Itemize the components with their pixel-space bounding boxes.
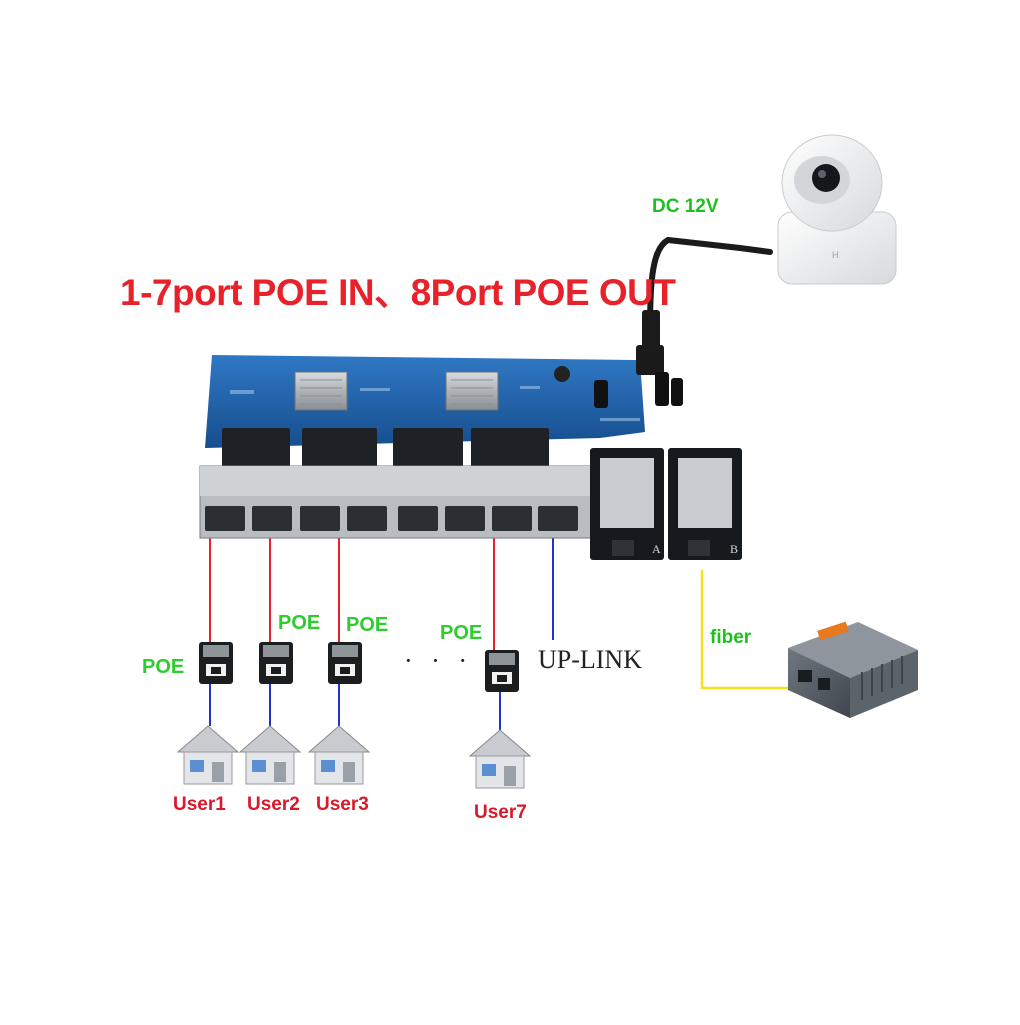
diagram-title: 1-7port POE IN、8Port POE OUT — [120, 272, 676, 313]
fiber-label: fiber — [710, 627, 752, 648]
ellipsis-label: · · · — [404, 646, 473, 675]
poe-injector-icon — [199, 642, 233, 684]
fiber-line — [700, 570, 790, 690]
user-label-7: User7 — [474, 802, 527, 823]
poe-label-3: POE — [346, 614, 389, 636]
uplink-label: UP-LINK — [538, 645, 642, 674]
ip-camera-icon: H — [777, 134, 897, 285]
rj45-port-3 — [300, 506, 340, 531]
house-icon — [468, 729, 532, 789]
poe-label-2: POE — [278, 612, 321, 634]
power-cable — [642, 236, 773, 351]
house-icon — [176, 725, 240, 785]
user-houses — [176, 725, 532, 789]
rj45-port-7 — [492, 506, 532, 531]
user-label-1: User1 — [173, 794, 226, 815]
sfp-marking-a: A — [652, 542, 661, 556]
rj45-ports — [205, 506, 578, 531]
rj45-port-1 — [205, 506, 245, 531]
poe-injectors — [199, 642, 519, 692]
rj45-port-4 — [347, 506, 387, 531]
rj45-port-8 — [538, 506, 578, 531]
poe-injector-icon — [328, 642, 362, 684]
fiber-modules: A B — [590, 448, 742, 560]
poe-injector-icon — [259, 642, 293, 684]
user-label-3: User3 — [316, 794, 369, 815]
rj45-port-2 — [252, 506, 292, 531]
sfp-marking-b: B — [730, 542, 738, 556]
connection-lines — [209, 528, 790, 730]
switch-board-icon: A B — [199, 345, 742, 560]
dc-12v-label: DC 12V — [652, 196, 719, 217]
poe-injector-icon — [485, 650, 519, 692]
svg-text:H: H — [832, 250, 839, 260]
rj45-port-6 — [445, 506, 485, 531]
media-converter-icon — [788, 621, 918, 718]
poe-label-7: POE — [440, 622, 483, 644]
rj45-port-5 — [398, 506, 438, 531]
house-icon — [307, 725, 371, 785]
house-icon — [238, 725, 302, 785]
poe-label-1: POE — [142, 656, 185, 678]
user-label-2: User2 — [247, 794, 300, 815]
